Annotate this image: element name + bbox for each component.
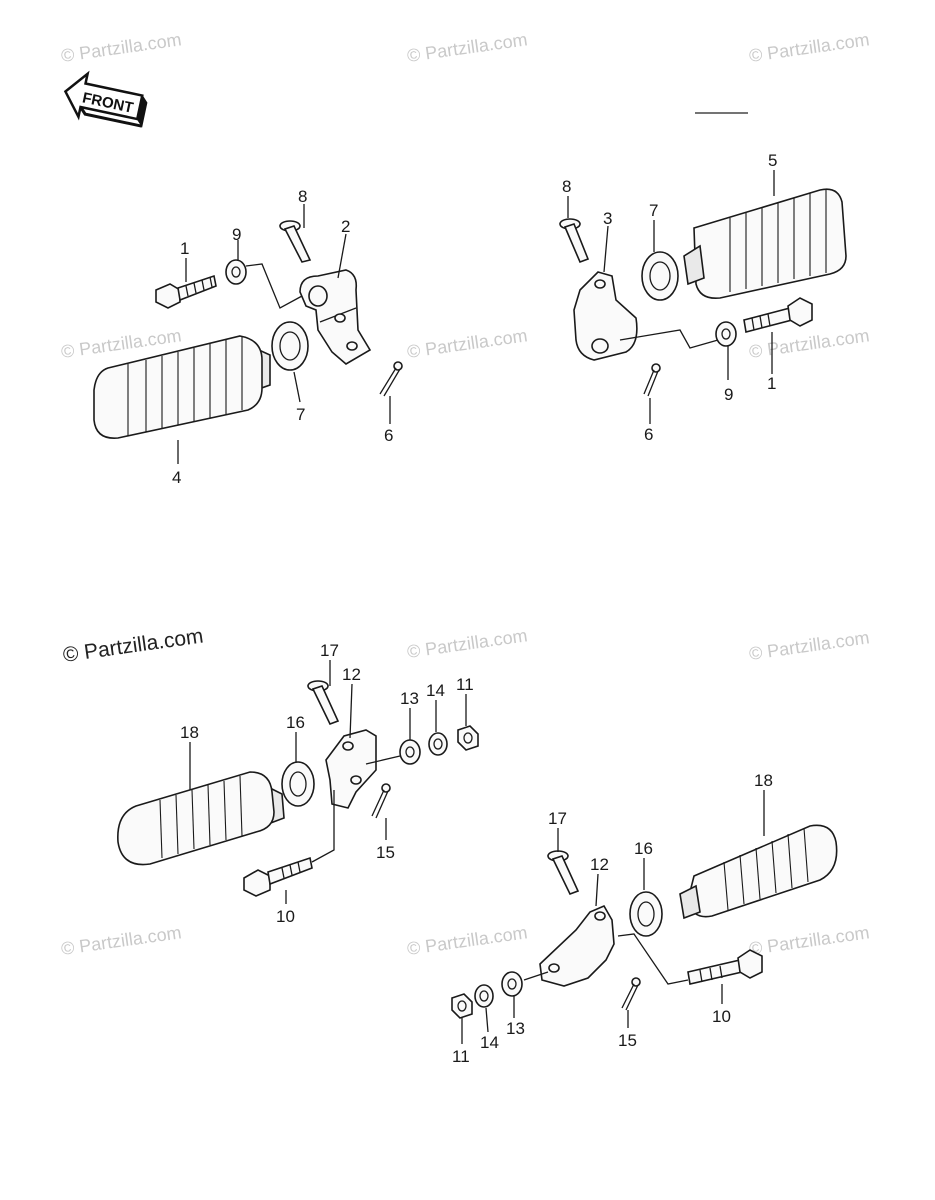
callout-number: 18 — [180, 723, 199, 742]
nut-part — [457, 725, 479, 751]
pin-part — [307, 680, 340, 726]
cotter-pin-part — [371, 783, 391, 819]
spring-washer-part — [474, 984, 494, 1008]
front-arrow-icon: FRONT — [63, 70, 148, 128]
pin-part — [279, 220, 312, 263]
callout-number: 14 — [480, 1033, 499, 1052]
bracket-part — [539, 904, 615, 987]
callout-number: 16 — [286, 713, 305, 732]
bracket-part — [325, 729, 377, 809]
washer-part — [715, 321, 737, 347]
bolt-part — [243, 856, 313, 897]
callout-number: 17 — [320, 641, 339, 660]
washer-part — [629, 891, 663, 937]
callout-number: 2 — [341, 217, 350, 236]
callout-number: 15 — [618, 1031, 637, 1050]
callout-number: 7 — [296, 405, 305, 424]
watermark: © Partzilla.com — [60, 922, 183, 959]
callout-number: 1 — [767, 374, 776, 393]
callout-number: 1 — [180, 239, 189, 258]
upper-left-assembly: 1 9 8 2 7 6 4 — [93, 187, 403, 487]
footpeg-rubber-part — [683, 188, 847, 300]
watermark: © Partzilla.com — [748, 29, 871, 66]
washer-part — [225, 259, 247, 285]
lower-left-assembly: 17 12 13 14 11 18 16 15 10 — [117, 641, 479, 926]
watermark: © Partzilla.com — [406, 922, 529, 959]
watermark: © Partzilla.com — [61, 624, 204, 666]
callout-number: 15 — [376, 843, 395, 862]
callout-number: 12 — [342, 665, 361, 684]
watermark: © Partzilla.com — [748, 627, 871, 664]
callout-number: 6 — [384, 426, 393, 445]
callout-number: 9 — [724, 385, 733, 404]
callout-number: 17 — [548, 809, 567, 828]
pin-part — [559, 218, 590, 264]
washer-part — [641, 251, 679, 301]
washer-part — [399, 739, 421, 765]
callout-number: 11 — [452, 1047, 470, 1066]
bracket-part — [573, 271, 638, 361]
upper-right-assembly: 8 3 7 5 9 1 6 — [559, 151, 847, 444]
callout-number: 4 — [172, 468, 181, 487]
callout-number: 13 — [400, 689, 419, 708]
cotter-pin-part — [379, 361, 403, 397]
spring-washer-part — [428, 732, 448, 756]
callout-number: 13 — [506, 1019, 525, 1038]
footpeg-rubber-part — [117, 771, 285, 866]
cotter-pin-part — [643, 363, 661, 397]
callout-number: 3 — [603, 209, 612, 228]
watermark: © Partzilla.com — [406, 29, 529, 66]
washer-part — [281, 761, 315, 807]
callout-number: 5 — [768, 151, 777, 170]
watermark: © Partzilla.com — [406, 625, 529, 662]
watermark: © Partzilla.com — [748, 325, 871, 362]
nut-part — [451, 993, 473, 1019]
footpeg-rubber-part — [679, 824, 838, 920]
callout-number: 9 — [232, 225, 241, 244]
bolt-part — [743, 297, 813, 333]
washer-part — [501, 971, 523, 997]
washer-part — [271, 321, 309, 371]
footpeg-rubber-part — [93, 335, 271, 439]
callout-number: 7 — [649, 201, 658, 220]
bolt-part — [687, 949, 763, 985]
callout-number: 18 — [754, 771, 773, 790]
callout-number: 16 — [634, 839, 653, 858]
watermark: © Partzilla.com — [748, 922, 871, 959]
callout-number: 11 — [456, 675, 474, 694]
watermark: © Partzilla.com — [406, 325, 529, 362]
callout-number: 10 — [712, 1007, 731, 1026]
callout-number: 10 — [276, 907, 295, 926]
watermark: © Partzilla.com — [60, 29, 183, 66]
cotter-pin-part — [621, 977, 641, 1011]
bracket-part — [299, 269, 372, 365]
callout-number: 6 — [644, 425, 653, 444]
callout-number: 12 — [590, 855, 609, 874]
lower-right-assembly: 17 12 16 18 15 10 11 14 13 — [451, 771, 838, 1066]
callout-number: 14 — [426, 681, 445, 700]
pin-part — [547, 850, 580, 896]
bolt-part — [155, 274, 217, 309]
callout-number: 8 — [562, 177, 571, 196]
callout-number: 8 — [298, 187, 307, 206]
